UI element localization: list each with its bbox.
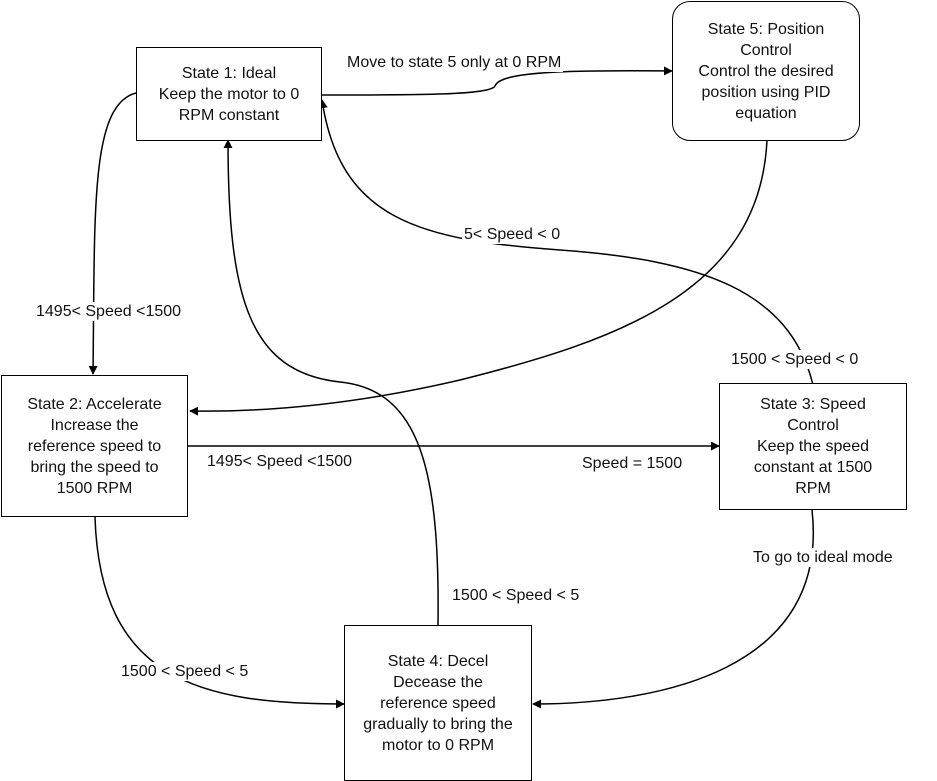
state-3-line: Keep the speed	[756, 438, 870, 455]
state-5-line: Control	[740, 41, 792, 59]
label-s1-to-s2: 1495< Speed <1500	[34, 302, 184, 321]
state-2-line: Increase the	[50, 416, 139, 434]
state-5-box: State 5: Position Control Control the de…	[672, 1, 860, 141]
state-1-line: Keep the motor to 0	[158, 85, 300, 103]
state-3-line: RPM	[795, 480, 831, 497]
state-2-line: reference speed to	[27, 437, 162, 455]
state-4-box: State 4: Decel Decease the reference spe…	[344, 625, 532, 781]
state-2-box: State 2: Accelerate Increase the referen…	[1, 375, 188, 517]
state-5-line: equation	[735, 104, 797, 122]
edge-s1-to-s5	[321, 66, 673, 96]
state-3-line: constant at 1500	[753, 459, 873, 476]
state-4-title: State 4: Decel	[387, 652, 489, 670]
label-s4-to-s1: 1500 < Speed < 5	[450, 586, 582, 605]
label-s2-to-s3-left: 1495< Speed <1500	[205, 452, 355, 471]
state-3-box: State 3: Speed Control Keep the speed co…	[719, 383, 907, 510]
state-3-line: Control	[787, 417, 839, 434]
label-s3-to-s4: To go to ideal mode	[751, 548, 895, 567]
state-1-line: RPM constant	[178, 106, 280, 124]
state-5-line: Control the desired	[698, 62, 834, 80]
state-1-box: State 1: Ideal Keep the motor to 0 RPM c…	[136, 47, 322, 141]
label-s2-to-s4: 1500 < Speed < 5	[119, 662, 251, 681]
edge-s5-to-s2	[189, 139, 768, 416]
state-2-line: bring the speed to	[30, 458, 159, 476]
state-1-title: State 1: Ideal	[181, 64, 277, 82]
label-s3-to-s1-alt: 1500 < Speed < 0	[729, 350, 861, 369]
edge-s1-to-s2	[88, 92, 137, 375]
state-4-line: reference speed	[380, 694, 496, 712]
edge-s3-to-s4	[532, 509, 815, 709]
edge-s3-to-s1	[318, 99, 814, 386]
state-4-line: Decease the	[393, 673, 483, 691]
state-4-line: motor to 0 RPM	[381, 736, 495, 754]
edge-s4-to-s1	[223, 139, 439, 626]
label-s3-to-s1: 5< Speed < 0	[462, 225, 563, 244]
label-s1-to-s5: Move to state 5 only at 0 RPM	[345, 53, 564, 72]
state-5-title: State 5: Position	[707, 20, 825, 38]
state-4-line: gradually to bring the	[363, 715, 513, 733]
state-3-title: State 3: Speed	[760, 396, 866, 413]
state-2-line: 1500 RPM	[56, 479, 133, 497]
state-5-line: position using PID	[701, 83, 831, 101]
state-2-title: State 2: Accelerate	[27, 395, 162, 413]
label-s2-to-s3-right: Speed = 1500	[580, 454, 685, 473]
